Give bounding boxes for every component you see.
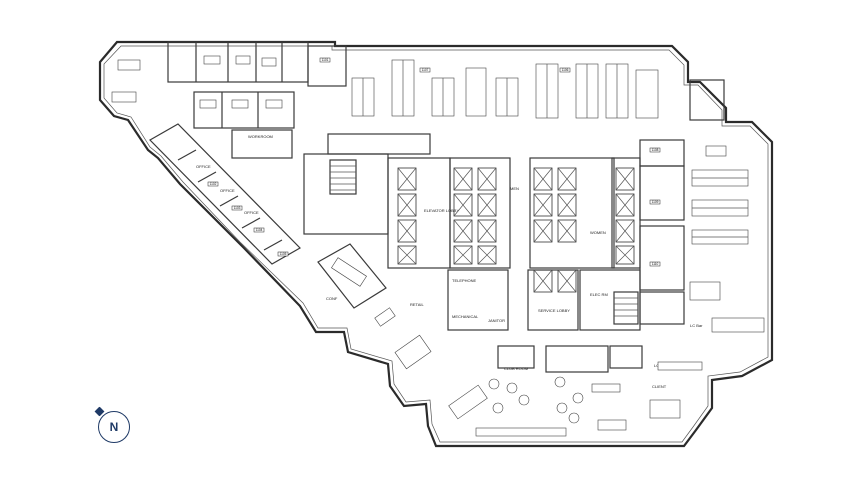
office-label: OFFICE bbox=[196, 164, 211, 169]
elevator-lobby-label: ELEVATOR LOBBY bbox=[424, 208, 459, 213]
retail-label: RETAIL bbox=[410, 302, 424, 307]
svg-text:1107: 1107 bbox=[422, 68, 429, 72]
office-label: OFFICE bbox=[244, 210, 259, 215]
elevator-shafts bbox=[397, 167, 635, 293]
svg-text:1106: 1106 bbox=[562, 68, 569, 72]
diagonal-offices: 1102 1103 1104 1105 OFFICE OFFICE OFFICE bbox=[149, 123, 301, 265]
client-label: CLIENT bbox=[652, 384, 667, 389]
south-amenities: CONF RETAIL CLUB ROOM CLIENT bbox=[317, 243, 703, 437]
service-lobby-label: SERVICE LOBBY bbox=[538, 308, 570, 313]
building-core: ELEVATOR LOBBY TELEPHONE MECHANICAL JANI… bbox=[303, 133, 641, 331]
svg-text:1102: 1102 bbox=[210, 182, 217, 186]
north-arrow-label: N bbox=[109, 420, 119, 434]
janitor-label: JANITOR bbox=[488, 318, 505, 323]
lc-bar-label: LC Bar bbox=[690, 323, 703, 328]
building-outline bbox=[98, 40, 774, 448]
men-label: MEN bbox=[510, 186, 519, 191]
elec-room-label: ELEC RM bbox=[590, 292, 608, 297]
svg-text:1109: 1109 bbox=[652, 200, 659, 204]
svg-text:1104: 1104 bbox=[256, 228, 263, 232]
club-room-label: CLUB ROOM bbox=[504, 366, 528, 371]
north-arrow: N bbox=[94, 406, 130, 443]
svg-text:1103: 1103 bbox=[234, 206, 241, 210]
east-wing: 1108 1109 1110 LC Bar LC Cafe bbox=[639, 139, 765, 368]
conf-label: CONF bbox=[326, 296, 338, 301]
north-workstations: 1106 1107 bbox=[351, 59, 725, 121]
stairs bbox=[329, 159, 639, 325]
workroom-label: WORKROOM bbox=[248, 134, 273, 139]
svg-text:1108: 1108 bbox=[652, 148, 659, 152]
svg-text:1105: 1105 bbox=[280, 252, 287, 256]
svg-text:1101: 1101 bbox=[322, 58, 329, 62]
women-label: WOMEN bbox=[590, 230, 606, 235]
office-label: OFFICE bbox=[220, 188, 235, 193]
mechanical-label: MECHANICAL bbox=[452, 314, 479, 319]
inner-glazing bbox=[103, 45, 769, 443]
svg-text:1110: 1110 bbox=[652, 262, 659, 266]
telephone-label: TELEPHONE bbox=[452, 278, 477, 283]
northwest-offices: WORKROOM 1101 bbox=[111, 41, 347, 159]
